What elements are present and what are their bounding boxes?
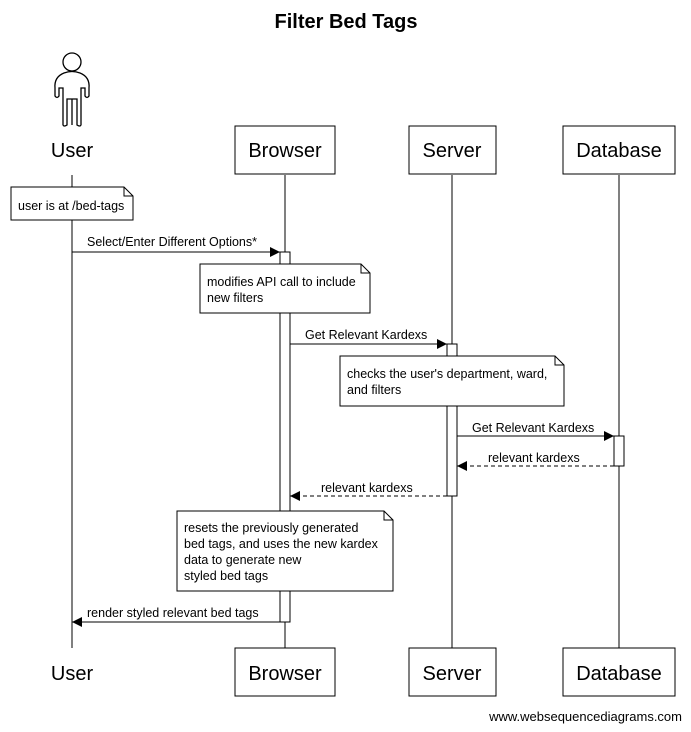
note-server-check-line-1: checks the user's department, ward, bbox=[347, 367, 547, 381]
message-get-kardexes-server-label: Get Relevant Kardexs bbox=[472, 421, 594, 435]
message-server-return-label: relevant kardexs bbox=[321, 481, 413, 495]
participant-database-bottom-label: Database bbox=[576, 663, 662, 685]
participant-server-bottom-label: Server bbox=[423, 663, 482, 685]
participant-browser-bottom: Browser bbox=[234, 647, 336, 697]
message-db-return: relevant kardexs bbox=[457, 451, 614, 471]
note-browser-reset-line-1: resets the previously generated bbox=[184, 521, 358, 535]
message-get-kardexes-server: Get Relevant Kardexs bbox=[457, 421, 614, 441]
participant-browser-bottom-label: Browser bbox=[248, 663, 322, 685]
participant-database-top: Database bbox=[562, 125, 676, 175]
note-user-location: user is at /bed-tags bbox=[10, 186, 134, 221]
participant-server-top-label: Server bbox=[423, 140, 482, 162]
participant-database-bottom: Database bbox=[562, 647, 676, 697]
participant-user-bottom: User bbox=[51, 663, 94, 685]
note-browser-reset-line-2: bed tags, and uses the new kardex bbox=[184, 537, 379, 551]
diagram-title: Filter Bed Tags bbox=[275, 11, 418, 33]
participant-browser-top-label: Browser bbox=[248, 140, 322, 162]
note-browser-modify-line-1: modifies API call to include bbox=[207, 275, 356, 289]
participant-browser-top: Browser bbox=[234, 125, 336, 175]
activation-database bbox=[613, 435, 625, 467]
participant-server-bottom: Server bbox=[408, 647, 497, 697]
note-browser-reset: resets the previously generated bed tags… bbox=[176, 510, 394, 592]
note-browser-modify: modifies API call to include new filters bbox=[199, 263, 371, 314]
note-user-location-line-1: user is at /bed-tags bbox=[18, 199, 124, 213]
note-browser-modify-line-2: new filters bbox=[207, 291, 263, 305]
message-select-options-label: Select/Enter Different Options* bbox=[87, 235, 257, 249]
note-browser-reset-line-3: data to generate new bbox=[184, 553, 302, 567]
user-actor-icon bbox=[54, 52, 90, 127]
message-get-kardexes-browser-label: Get Relevant Kardexs bbox=[305, 328, 427, 342]
message-server-return: relevant kardexs bbox=[290, 481, 447, 501]
message-get-kardexes-browser: Get Relevant Kardexs bbox=[290, 328, 447, 349]
message-render: render styled relevant bed tags bbox=[72, 606, 280, 627]
activation-server bbox=[446, 343, 458, 497]
note-server-check-line-2: and filters bbox=[347, 383, 401, 397]
participant-database-top-label: Database bbox=[576, 140, 662, 162]
credit-text: www.websequencediagrams.com bbox=[488, 709, 682, 724]
message-select-options: Select/Enter Different Options* bbox=[72, 235, 280, 257]
note-server-check: checks the user's department, ward, and … bbox=[339, 355, 565, 407]
participant-server-top: Server bbox=[408, 125, 497, 175]
activation-browser bbox=[279, 251, 291, 623]
participant-user-top: User bbox=[51, 140, 94, 162]
note-browser-reset-line-4: styled bed tags bbox=[184, 569, 268, 583]
message-db-return-label: relevant kardexs bbox=[488, 451, 580, 465]
message-render-label: render styled relevant bed tags bbox=[87, 606, 259, 620]
